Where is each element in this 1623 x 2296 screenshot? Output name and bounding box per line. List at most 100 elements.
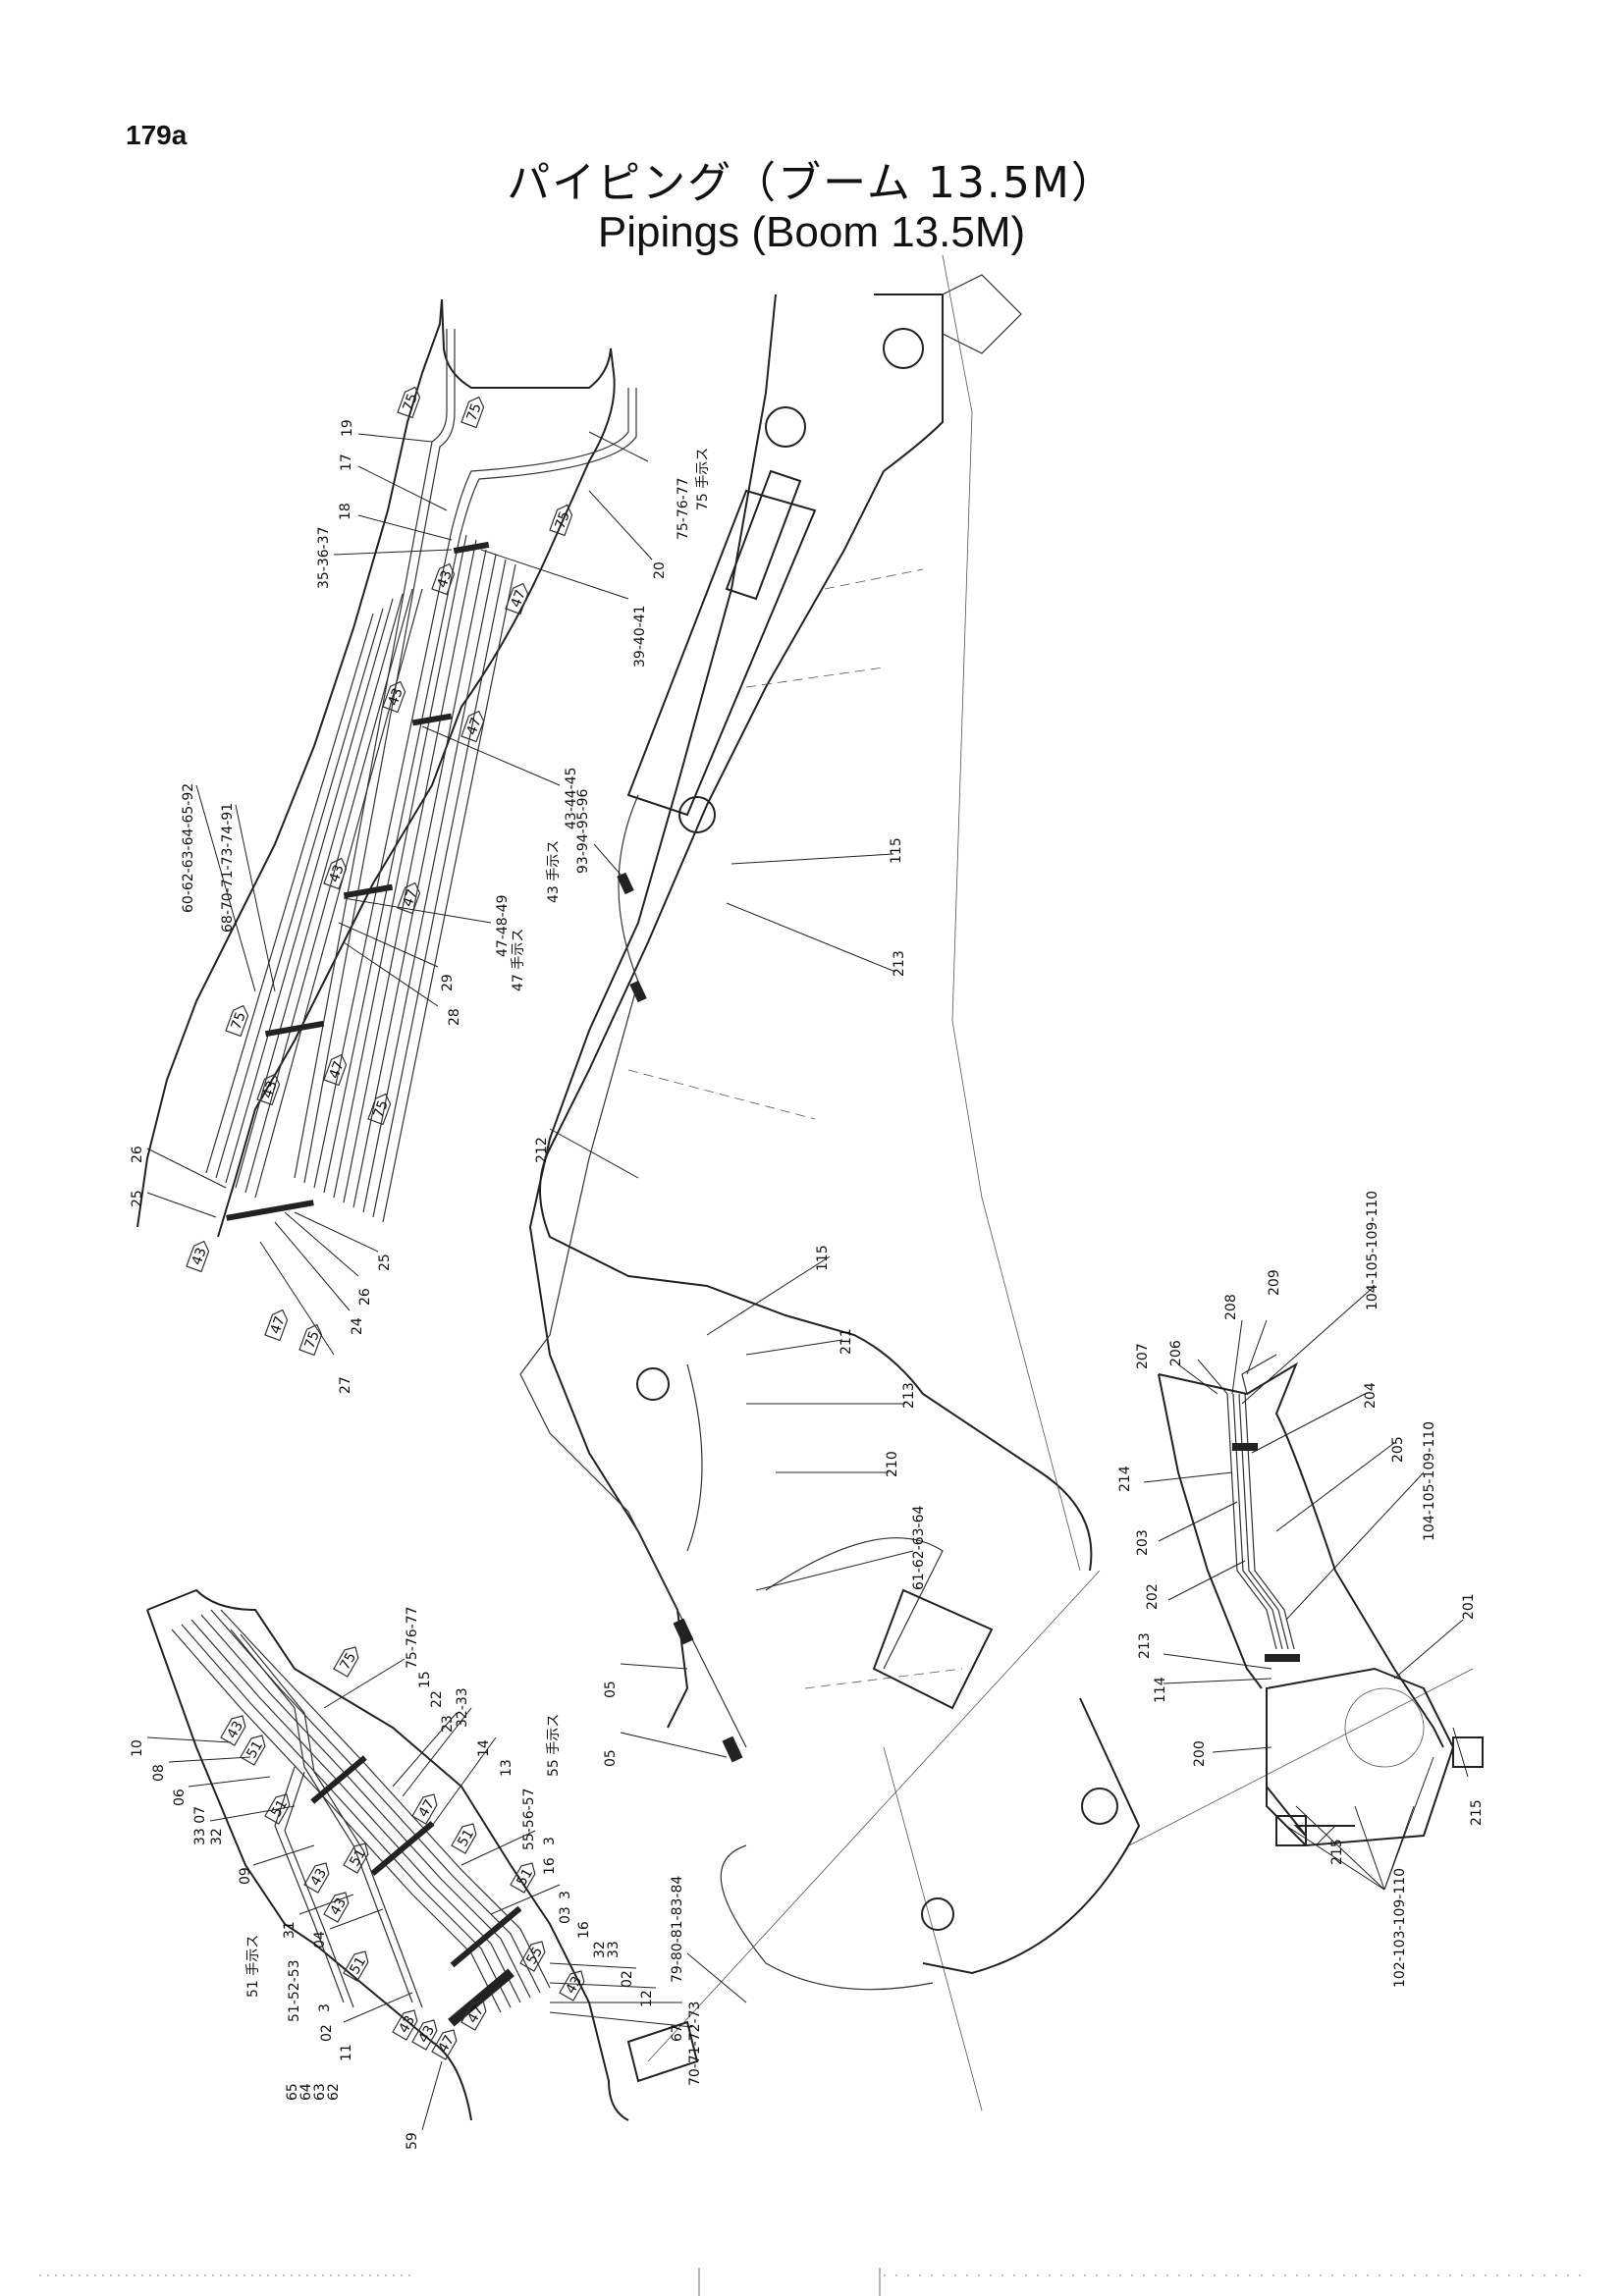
svg-text:51: 51 (268, 1797, 291, 1820)
title-english: Pipings (Boom 13.5M) (597, 208, 1026, 256)
callout: 200 (1192, 1740, 1208, 1767)
svg-text:43: 43 (224, 1719, 246, 1741)
callout: 02 (319, 2024, 335, 2042)
callout: 06 (172, 1789, 188, 1806)
svg-text:47: 47 (509, 588, 529, 610)
callout: 201 (1461, 1593, 1477, 1620)
svg-text:47: 47 (435, 2033, 458, 2056)
callout: 104-105-109-110 (1365, 1191, 1380, 1310)
svg-text:43: 43 (327, 1896, 350, 1918)
callout: 75-76-77 (405, 1606, 420, 1669)
callout: 35-36-37 (316, 526, 332, 589)
scan-marks (39, 2268, 1591, 2296)
callout: 215 (1469, 1799, 1485, 1826)
pipe-clamps-lower (310, 1755, 522, 2027)
callout: 55-56-57 (521, 1788, 537, 1850)
callout: 17 (339, 454, 354, 471)
main-view: 93-94-95-96 115 213 212 115 211 213 210 … (519, 254, 1474, 2111)
callout: 25 (377, 1254, 393, 1271)
callout: 02 (620, 1970, 635, 1988)
svg-text:51: 51 (347, 1846, 369, 1869)
callout: 115 (889, 837, 904, 864)
boom-base-outline (146, 1588, 629, 2121)
pivot-pin (636, 1367, 670, 1401)
svg-text:47: 47 (327, 1059, 348, 1081)
callout: 205 (1390, 1436, 1406, 1463)
svg-text:75: 75 (371, 1098, 392, 1120)
callout: 213 (892, 950, 907, 977)
callout: 209 (1267, 1269, 1282, 1296)
title-japanese: パイピング（ブーム 13.5M） (507, 158, 1116, 208)
svg-text:43: 43 (415, 2023, 438, 2046)
boom-cylinder (626, 489, 817, 817)
svg-text:47: 47 (401, 887, 421, 909)
svg-text:43: 43 (563, 1974, 585, 1997)
fittings-main (617, 872, 743, 1763)
leaders-main (549, 843, 914, 2003)
callout: 16 (576, 1921, 592, 1939)
callout: 32-33 (455, 1687, 470, 1728)
callout: 31 (282, 1921, 298, 1939)
callout: 33 07 (192, 1806, 208, 1845)
svg-text:75: 75 (337, 1650, 359, 1673)
callout: 39-40-41 (632, 605, 648, 667)
callout: 26 (357, 1288, 373, 1306)
callout: 115 (815, 1245, 831, 1271)
callout: 26 (130, 1146, 145, 1163)
callout: 211 (839, 1328, 854, 1355)
pipe-bundle-upper (205, 329, 637, 1223)
callout: 15 (417, 1671, 433, 1688)
callout: 09 (238, 1867, 253, 1885)
callout: 29 (440, 974, 456, 991)
callout: 215 (1329, 1839, 1345, 1865)
callout: 214 (1117, 1466, 1133, 1492)
note: 51 手示ス (245, 1935, 261, 1998)
callout: 75-76-77 (676, 477, 691, 540)
callout: 61-62-63-64 (911, 1505, 927, 1590)
callout: 93-94-95-96 (575, 788, 591, 874)
callout: 24 (350, 1317, 365, 1335)
svg-text:75: 75 (401, 392, 421, 413)
callout: 33 (606, 1941, 622, 1958)
upper-left-view: 19 17 18 35-36-37 75-76-77 20 39-40-41 6… (130, 298, 711, 1394)
boom-outline-upper-2 (136, 298, 443, 1228)
callout: 08 (151, 1764, 167, 1782)
callout: 60-62-63-64-65-92 (181, 783, 196, 913)
callout: 202 (1145, 1583, 1161, 1610)
note: 75 手示ス (695, 448, 711, 510)
boom-main-outline (539, 294, 1093, 1572)
callout: 18 (338, 503, 353, 520)
svg-text:43: 43 (386, 686, 406, 708)
pivot-pin (921, 1897, 954, 1931)
svg-text:75: 75 (302, 1329, 323, 1351)
callout: 05 (603, 1749, 619, 1767)
callout: 14 (476, 1739, 492, 1757)
note: 47 手示ス (511, 929, 526, 991)
callout: 79-80-81-83-84 (670, 1876, 685, 1983)
leaders-lower (146, 1658, 693, 2131)
reference-lines (627, 254, 1474, 2111)
pipe-clamps-upper (226, 541, 490, 1221)
callout: 12 (639, 1990, 655, 2007)
callout: 213 (901, 1382, 917, 1409)
callout: 43-44-45 (564, 767, 579, 829)
callout: 11 (339, 2044, 354, 2061)
svg-text:47: 47 (415, 1797, 438, 1820)
callout: 59 (405, 2132, 420, 2150)
callout: 20 (652, 561, 668, 579)
note: 55 手示ス (546, 1714, 562, 1777)
callout: 207 (1135, 1343, 1151, 1369)
svg-text:55: 55 (523, 1945, 546, 1967)
note: 43 手示ス (546, 840, 562, 903)
svg-text:47: 47 (464, 716, 485, 737)
arm-tip-outline (1158, 1362, 1444, 1748)
pipe-bundle-lower (171, 1609, 551, 2013)
svg-text:43: 43 (327, 863, 348, 884)
callout: 04 (312, 1931, 328, 1949)
leaders-upper (146, 431, 653, 1356)
callouts-right: 207 206 208 209 104-105-109-110 204 104-… (1117, 1191, 1485, 1988)
callout: 70-71-72-73 (687, 2002, 703, 2086)
svg-text:43: 43 (260, 1079, 281, 1100)
svg-text:75: 75 (553, 509, 573, 531)
leaders-right (1143, 1285, 1469, 1891)
